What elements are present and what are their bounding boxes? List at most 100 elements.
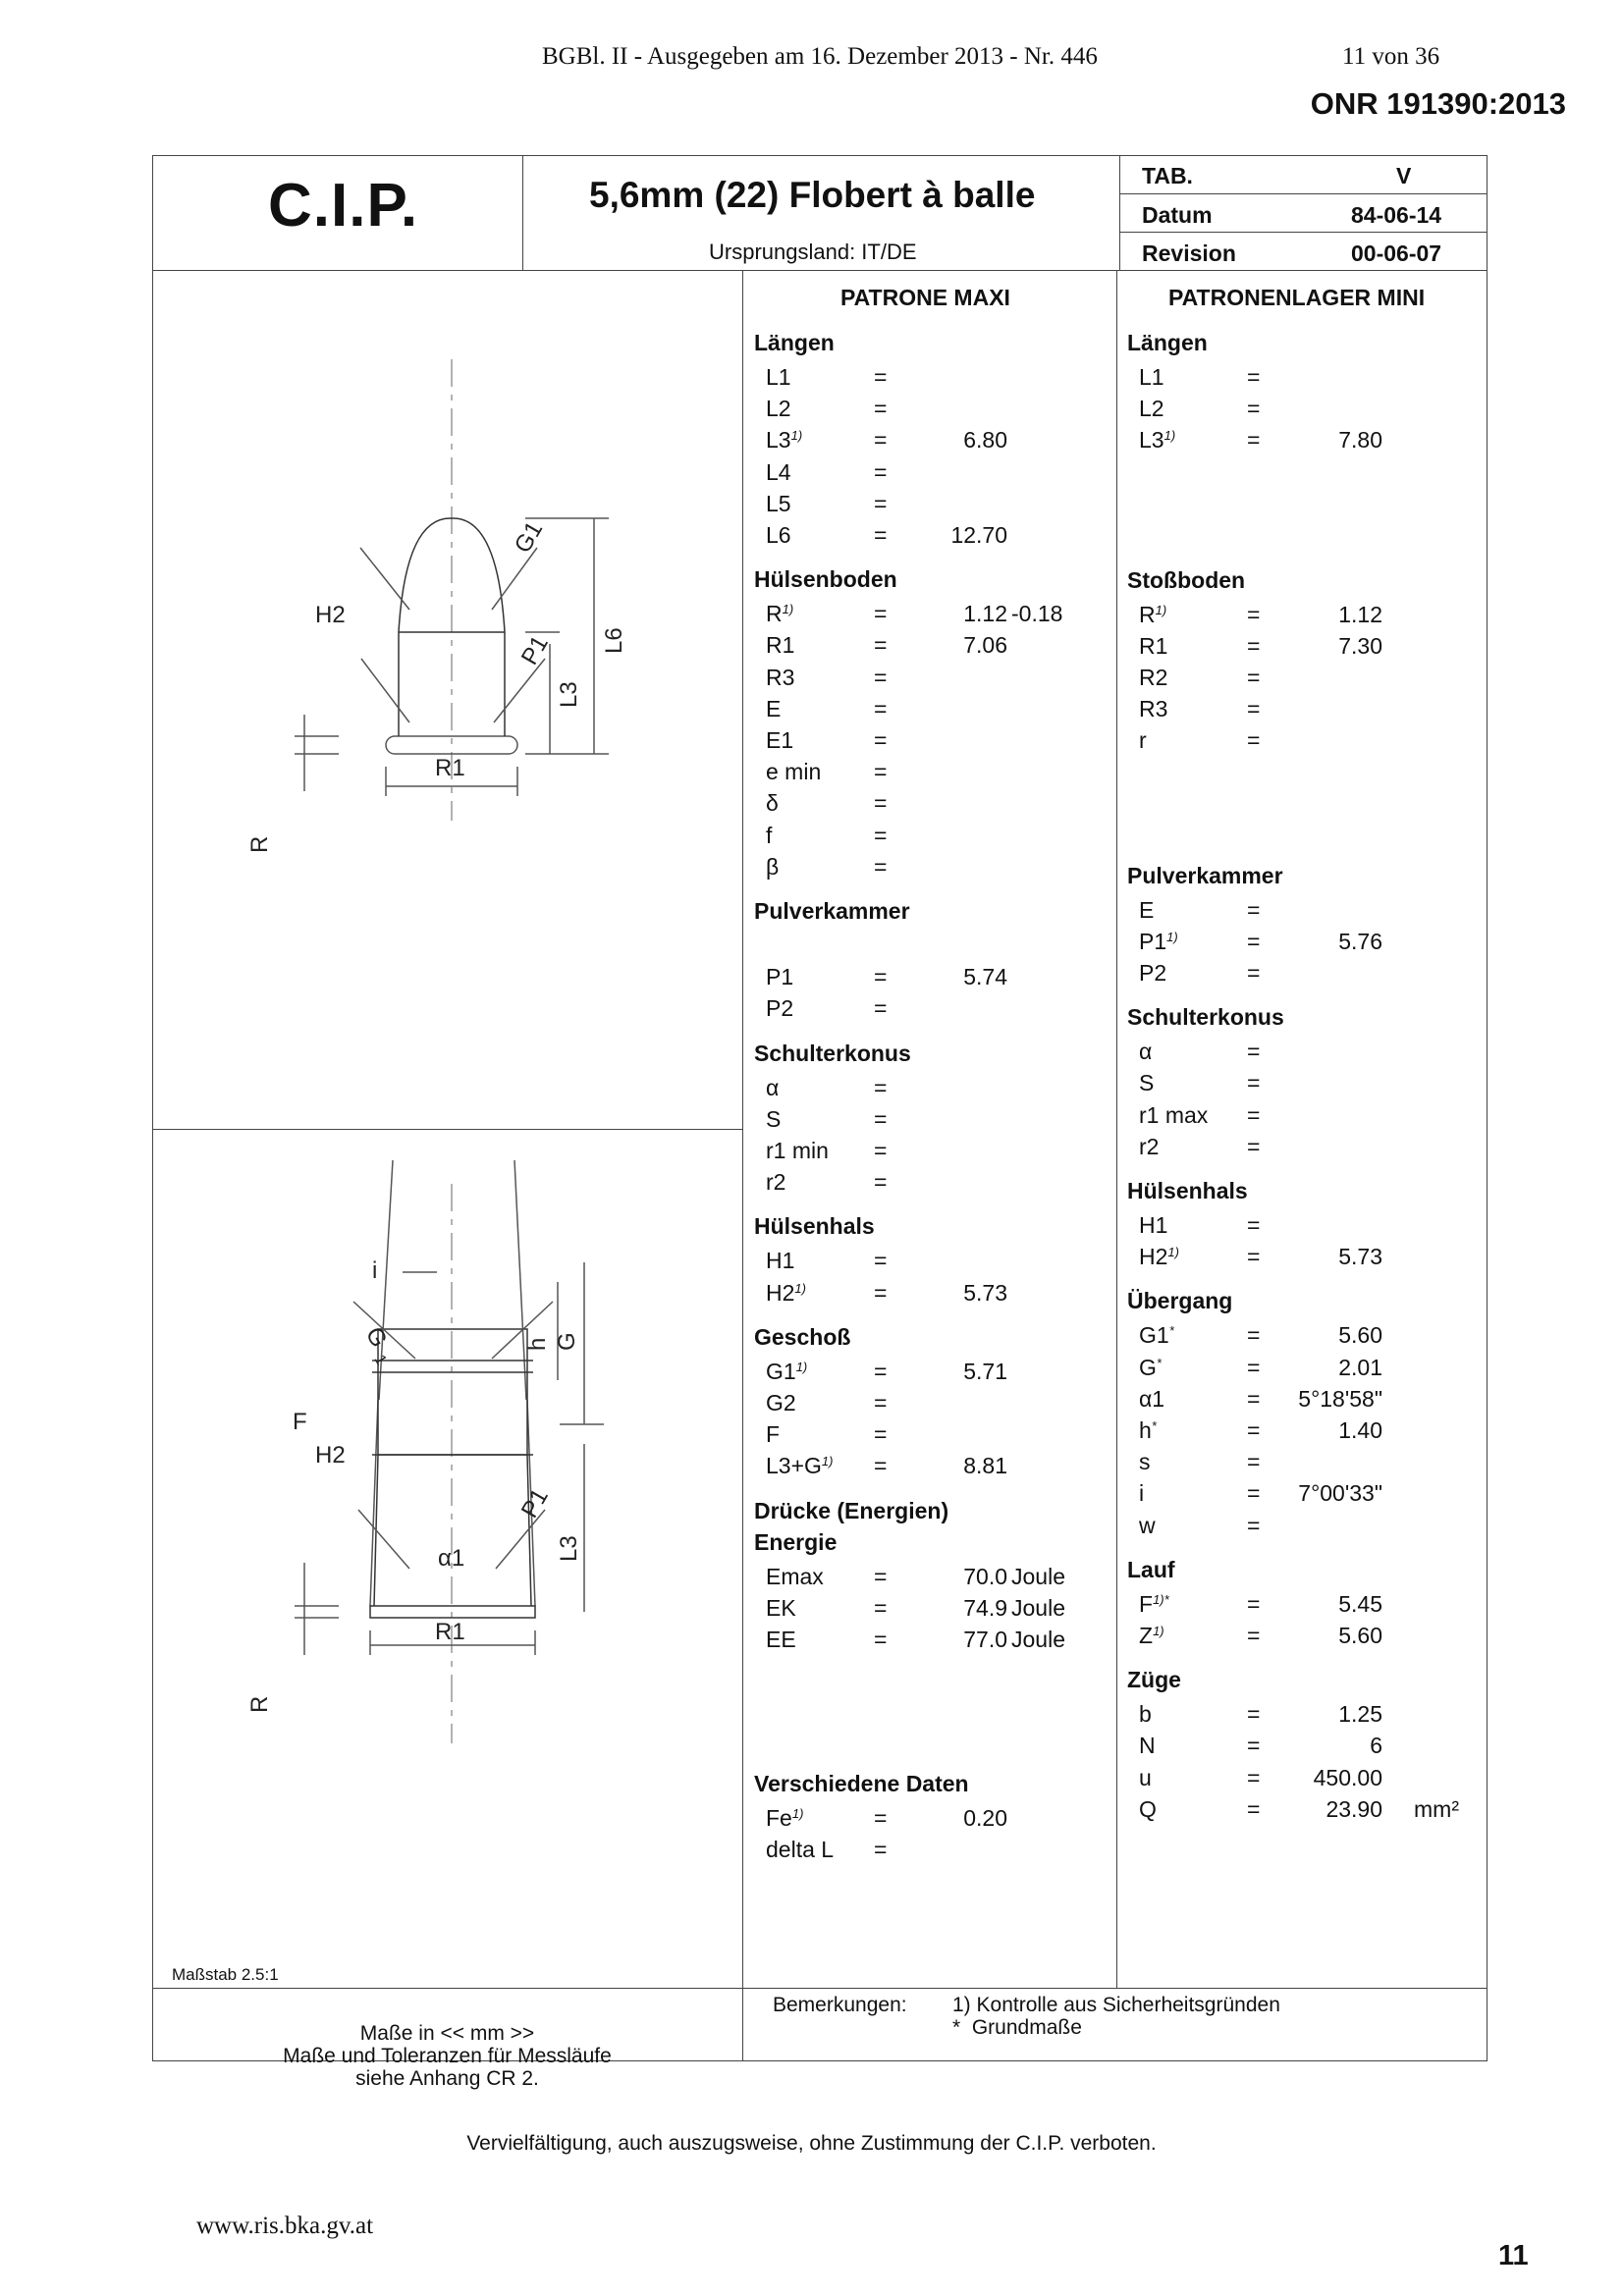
spec-key-text: R3 <box>766 664 795 690</box>
spec-footnote-mark: 1) <box>795 1359 808 1374</box>
label-h2-bottom: H2 <box>315 1442 346 1468</box>
spec-key: R1) <box>1139 599 1166 630</box>
section-title: Hülsenboden <box>754 566 897 593</box>
spec-value: 5.60 <box>1338 1623 1382 1648</box>
spec-key-text: L5 <box>766 490 791 516</box>
spec-row: E= <box>1127 894 1481 926</box>
spec-key-text: G <box>1139 1354 1157 1380</box>
spec-row: R1=7.30 <box>1127 630 1481 662</box>
spec-equals: = <box>1247 1133 1261 1159</box>
spec-row: H21)=5.73 <box>754 1277 1117 1308</box>
spec-key-text: P1 <box>766 964 794 990</box>
gazette-header: BGBl. II - Ausgegeben am 16. Dezember 20… <box>542 43 1098 70</box>
spec-value: 0.20 <box>963 1805 1007 1832</box>
spec-key-text: R <box>1139 601 1156 627</box>
spec-row: L2= <box>1127 393 1481 424</box>
section-title: Längen <box>754 330 835 355</box>
spec-key-text: β <box>766 853 780 880</box>
section-title: Übergang <box>1127 1288 1233 1314</box>
spec-equals: = <box>1247 928 1261 954</box>
spec-row: E1= <box>754 724 1117 756</box>
spec-footnote-mark: 1) <box>1163 428 1176 444</box>
spec-key-text: r1 max <box>1139 1101 1209 1128</box>
spec-row: L4= <box>754 456 1117 488</box>
spec-equals: = <box>874 1390 888 1415</box>
spec-key: b <box>1139 1698 1152 1730</box>
spec-equals: = <box>1247 1480 1261 1507</box>
section-title: Schulterkonus <box>1127 1004 1284 1031</box>
spec-key: F <box>766 1418 780 1450</box>
spec-footnote-mark: 1) <box>790 428 803 444</box>
spec-row: Fe1)=0.20 <box>754 1802 1117 1834</box>
spec-equals: = <box>874 1627 888 1652</box>
spec-row: H21)=5.73 <box>1127 1241 1481 1272</box>
spec-key-text: R1 <box>766 632 795 659</box>
units-note: Maße in << mm >> Maße und Toleranzen für… <box>152 2022 742 2090</box>
spec-row: R1)=1.12-0.18 <box>754 598 1117 629</box>
spec-key: L3+G1) <box>766 1450 833 1481</box>
spec-row: α= <box>754 1072 1117 1103</box>
spec-row: G2= <box>754 1387 1117 1418</box>
spec-row: P2= <box>1127 957 1481 988</box>
spec-row: e min= <box>754 756 1117 787</box>
spec-value: 1.12 <box>1338 601 1382 627</box>
spec-key-text: α1 <box>1139 1385 1165 1412</box>
spec-key: u <box>1139 1762 1152 1793</box>
sheet-frame <box>152 155 1488 2061</box>
spec-key-text: S <box>1139 1070 1155 1096</box>
page-of: 11 von 36 <box>1342 43 1440 70</box>
spec-value: 7°00'33" <box>1298 1480 1382 1507</box>
spec-row: L1= <box>1127 361 1481 393</box>
spec-key-text: Z <box>1139 1623 1154 1648</box>
spec-footnote-mark: 1) <box>1167 1245 1179 1260</box>
spec-equals: = <box>1247 1385 1261 1412</box>
spec-key-text: F <box>766 1421 781 1448</box>
spec-equals: = <box>874 1358 888 1384</box>
spec-key: r1 max <box>1139 1099 1208 1131</box>
spec-key: L2 <box>766 393 791 424</box>
spec-key-text: L6 <box>766 522 791 548</box>
spec-key: f <box>766 820 772 851</box>
spec-key-text: N <box>1139 1733 1156 1759</box>
spec-tolerance-or-unit: -0.18 <box>1011 601 1063 627</box>
units-line: Maße in << mm >> <box>359 2022 535 2045</box>
spec-key-text: h <box>1139 1417 1152 1443</box>
source-url[interactable]: www.ris.bka.gv.at <box>196 2213 374 2239</box>
remark-2: * Grundmaße <box>952 2016 1082 2039</box>
tab-label: TAB. <box>1142 163 1193 188</box>
spec-key-text: G1 <box>1139 1322 1169 1349</box>
spec-equals: = <box>1247 1701 1261 1728</box>
spec-equals: = <box>874 1421 888 1448</box>
spec-equals: = <box>1247 1795 1261 1822</box>
spec-equals: = <box>1247 1244 1261 1270</box>
remarks-label: Bemerkungen: <box>773 1994 907 2016</box>
copyright-notice: Vervielfältigung, auch auszugsweise, ohn… <box>466 2132 1157 2155</box>
column-header-patrone: PATRONE MAXI <box>840 285 1010 310</box>
spec-equals: = <box>1247 427 1261 454</box>
spec-key-text: L1 <box>1139 364 1164 390</box>
spec-row: R1=7.06 <box>754 629 1117 661</box>
spec-value: 74.9 <box>963 1594 1007 1621</box>
spec-footnote-mark: * <box>1151 1418 1157 1433</box>
tolerances-line: Maße und Toleranzen für Messläufe <box>283 2045 612 2067</box>
revision-value: 00-06-07 <box>1351 240 1442 266</box>
spec-equals: = <box>874 364 888 390</box>
spec-key-text: E1 <box>766 727 794 753</box>
spec-row: L6=12.70 <box>754 519 1117 551</box>
spec-footnote-mark: 1) <box>1155 602 1167 617</box>
section-title: Stoßboden <box>1127 566 1246 593</box>
spec-value: 5.74 <box>963 964 1007 990</box>
spec-row: G11)=5.71 <box>754 1356 1117 1387</box>
section-title: Schulterkonus <box>754 1040 911 1066</box>
spec-equals: = <box>874 664 888 690</box>
spec-key: P2 <box>1139 957 1166 988</box>
label-r1-bottom: R1 <box>435 1619 465 1645</box>
spec-equals: = <box>874 1248 888 1274</box>
spec-key-text: α <box>766 1074 780 1100</box>
spec-equals: = <box>1247 1590 1261 1617</box>
spec-equals: = <box>874 427 888 454</box>
spec-key-text: r2 <box>766 1169 786 1196</box>
spec-value: 7.06 <box>963 632 1007 659</box>
spec-key: L1 <box>1139 361 1164 393</box>
